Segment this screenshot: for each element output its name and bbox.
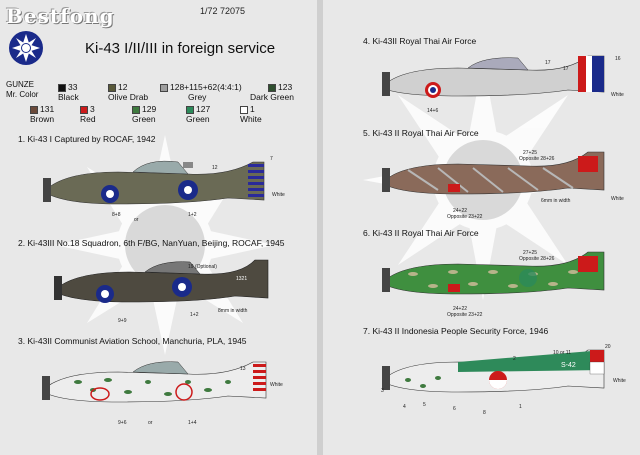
- p3-mark-9-6: 9+6: [118, 420, 127, 426]
- p2-mark-1-2: 1+2: [190, 312, 199, 318]
- roc-sun-emblem-icon: [9, 31, 43, 65]
- p1-mark-1-2: 1+2: [188, 212, 197, 218]
- p1-mark-or: or: [134, 217, 139, 223]
- p4-mark-14-6: 14+6: [427, 108, 439, 114]
- profile-6-caption: 6. Ki-43 II Royal Thai Air Force: [363, 228, 479, 238]
- p7-mark-4: 4: [403, 404, 406, 410]
- p7-mark-2: 2: [513, 356, 516, 362]
- p7-mark-20: 20: [605, 344, 611, 350]
- p5-width-note: 6mm in width: [541, 198, 571, 204]
- scale-code: 1/72 72075: [200, 6, 246, 16]
- p7-mark-1: 1: [519, 404, 522, 410]
- p7-mark-8: 8: [483, 410, 486, 416]
- right-decal-sheet: 4. Ki-43II Royal Thai Air Force 17 17 16…: [323, 0, 640, 455]
- p5-white-label: White: [611, 196, 624, 202]
- profile-6-aircraft: [382, 251, 605, 295]
- p7-mark-6: 6: [453, 406, 456, 412]
- p3-mark-13: 13: [240, 366, 246, 372]
- p1-mark-8-8: 8+8: [112, 212, 121, 218]
- profile-7-aircraft: [382, 349, 605, 393]
- p6-mark-24-22: 24+22: [453, 306, 468, 312]
- profile-2-caption: 2. Ki-43III No.18 Squadron, 6th F/BG, Na…: [18, 238, 285, 248]
- profile-2-aircraft: [54, 259, 269, 303]
- p7-mark-10-or-11: 10 or 11: [553, 350, 571, 356]
- brand-logo-text: Bestfong: [6, 4, 115, 28]
- profile-5-aircraft: [382, 151, 605, 195]
- left-decal-sheet: Bestfong 1/72 72075 Ki-43 I/II/III in fo…: [0, 0, 317, 455]
- p7-white-label: White: [613, 378, 626, 384]
- p5-mark-27-25: 27+25: [523, 150, 538, 156]
- paint-brand-label: GUNZE Mr. Color: [6, 80, 38, 100]
- mr-color-label: Mr. Color: [6, 90, 39, 99]
- p6-mark-27-25: 27+25: [523, 250, 538, 256]
- p5-mark-opp-23-22: Opposite 23+22: [447, 214, 483, 220]
- paint-swatch-grey: 128+115+62(4:4:1)Grey: [160, 82, 242, 102]
- p6-mark-opp-23-22: Opposite 23+22: [447, 312, 483, 318]
- profile-1-caption: 1. Ki-43 I Captured by ROCAF, 1942: [18, 134, 156, 144]
- p2-mark-serial: 1321: [236, 276, 248, 282]
- p4-mark-16: 16: [615, 56, 621, 62]
- p1-mark-12: 12: [212, 165, 218, 171]
- p4-mark-17a: 17: [545, 60, 551, 66]
- profile-5-caption: 5. Ki-43 II Royal Thai Air Force: [363, 128, 479, 138]
- p2-mark-optional: 19 (Optional): [188, 264, 217, 270]
- p5-mark-opp-28-26: Opposite 28+26: [519, 156, 555, 162]
- profile-7-caption: 7. Ki-43 II Indonesia People Security Fo…: [363, 326, 549, 336]
- p3-white-label: White: [270, 382, 283, 388]
- sheet-title: Ki-43 I/II/III in foreign service: [85, 40, 276, 57]
- p2-width-note: 8mm in width: [218, 308, 248, 314]
- p5-mark-24-22: 24+22: [453, 208, 468, 214]
- p7-mark-s42: S-42: [561, 362, 576, 369]
- profile-4-aircraft: [382, 55, 605, 98]
- profile-4-caption: 4. Ki-43II Royal Thai Air Force: [363, 36, 477, 46]
- p2-mark-9-9: 9+9: [118, 318, 127, 324]
- p7-mark-3: 3: [381, 388, 384, 394]
- sheet-divider: [317, 0, 323, 455]
- p3-mark-or: or: [148, 420, 153, 426]
- p4-white-label: White: [611, 92, 624, 98]
- gunze-label: GUNZE: [6, 80, 34, 89]
- p3-mark-1-4: 1+4: [188, 420, 197, 426]
- p6-mark-opp-28-26: Opposite 28+26: [519, 256, 555, 262]
- profile-3-aircraft: [42, 361, 267, 403]
- p4-mark-17b: 17: [563, 66, 569, 72]
- profile-3-caption: 3. Ki-43II Communist Aviation School, Ma…: [18, 336, 247, 346]
- p1-white-label: White: [272, 192, 285, 198]
- profile-1-aircraft: [43, 160, 265, 205]
- p1-mark-7: 7: [270, 156, 273, 162]
- p7-mark-5: 5: [423, 402, 426, 408]
